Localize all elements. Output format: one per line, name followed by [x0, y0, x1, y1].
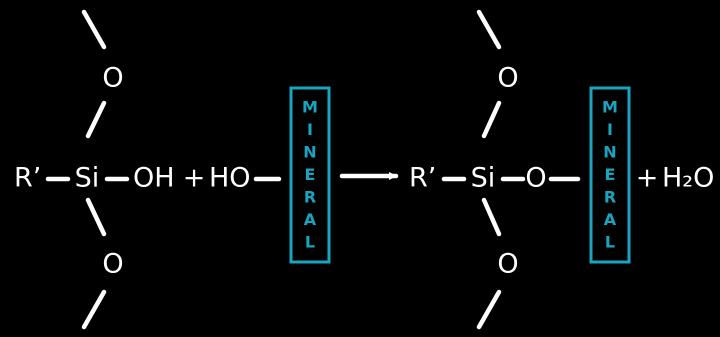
mineral-letter: M	[302, 98, 318, 117]
product-bottom-dangling-bond	[476, 289, 502, 330]
mineral-letter: L	[605, 233, 615, 252]
mineral-letter: R	[304, 188, 316, 207]
water-molecule: H₂O	[662, 163, 714, 194]
mineral-hydroxyl: HO	[209, 163, 251, 194]
reactant-hydroxyl: OH	[133, 163, 175, 194]
reactant-mineral-box	[289, 86, 331, 264]
mineral-letter: E	[305, 165, 316, 184]
product-silane: O R’ Si O O	[409, 9, 581, 330]
product-silicon: Si	[471, 163, 496, 194]
mineral-letter: A	[304, 210, 317, 229]
mineral-letter: N	[303, 143, 316, 162]
product-bridge-oxygen: O	[525, 163, 546, 194]
product-r-group: R’	[409, 163, 436, 194]
mineral-letter: R	[604, 188, 616, 207]
reactant-bottom-si-o-bond	[85, 197, 107, 237]
reactant-oxygen-top: O	[102, 63, 123, 94]
mineral-letter: E	[605, 165, 616, 184]
reactant-plus-sign: +	[183, 163, 206, 194]
reactant-bottom-dangling-bond	[81, 289, 107, 330]
reactant-r-group: R’	[14, 163, 41, 194]
mineral-letter: I	[307, 120, 313, 139]
reactant-oxygen-bottom: O	[102, 249, 123, 280]
reactant-top-si-o-bond	[85, 100, 107, 139]
reactant-silane: O R’ Si OH O	[14, 9, 175, 330]
mineral-letter: M	[602, 98, 618, 117]
product-plus-sign: +	[636, 163, 659, 194]
product-bottom-si-o-bond	[481, 197, 502, 237]
product-mineral-box	[589, 86, 631, 264]
mineral-letter: I	[607, 120, 613, 139]
reactant-top-dangling-bond	[81, 9, 107, 50]
mineral-letter: N	[603, 143, 616, 162]
mineral-letter: A	[604, 210, 617, 229]
product-top-si-o-bond	[481, 100, 502, 139]
product-top-dangling-bond	[476, 9, 502, 50]
mineral-letter: L	[305, 233, 315, 252]
reactant-silicon: Si	[75, 163, 100, 194]
product-oxygen-top: O	[497, 63, 518, 94]
product-oxygen-bottom: O	[497, 249, 518, 280]
